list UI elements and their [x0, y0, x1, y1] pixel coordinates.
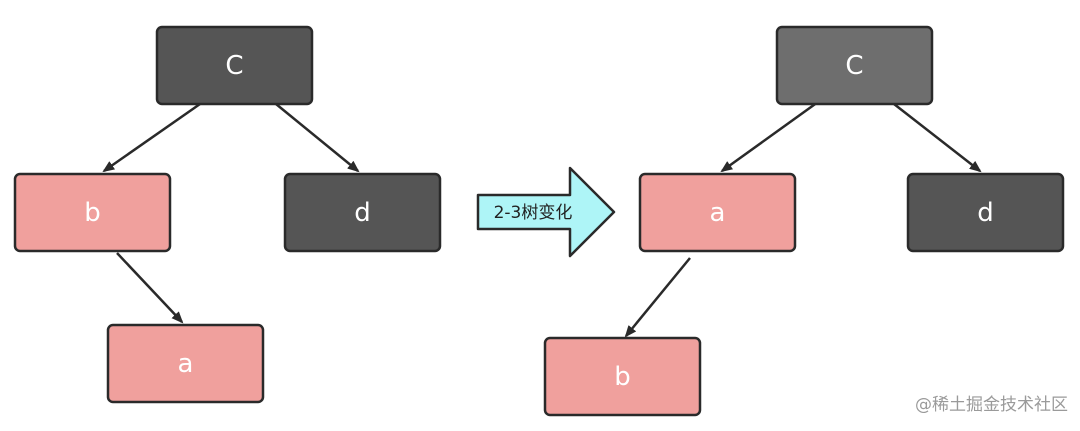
node-left-child-label: a [178, 349, 194, 379]
node-left-label-after: a [710, 198, 726, 228]
node-root-black: C [155, 25, 314, 106]
node-root-black-after: C [775, 25, 934, 106]
after-tree: C a d b [543, 25, 1065, 417]
node-root-label: C [225, 51, 243, 81]
node-right-label-after: d [977, 198, 994, 228]
edge-a-to-b [624, 257, 691, 338]
transition-arrow: 2-3树变化 [476, 166, 616, 258]
right-arrow-shape [476, 166, 616, 258]
edge-c-to-a [720, 100, 819, 173]
edge-c-to-b [102, 102, 201, 173]
node-left-child-red: a [106, 323, 265, 404]
node-right-label: d [354, 198, 371, 228]
node-left-child-label-after: b [614, 362, 631, 392]
edge-b-to-a [116, 252, 184, 324]
node-right-black: d [283, 172, 442, 253]
node-left-red: b [13, 172, 172, 253]
node-left-label: b [84, 198, 101, 228]
node-left-red-after: a [638, 172, 797, 253]
node-left-child-red-after: b [543, 336, 702, 417]
edge-c-to-d [275, 103, 360, 173]
transition-label: 2-3树变化 [494, 203, 573, 223]
watermark-text: @稀土掘金技术社区 [915, 395, 1068, 415]
node-right-black-after: d [906, 172, 1065, 253]
node-root-label-after: C [845, 51, 863, 81]
before-tree: C b d a [13, 25, 442, 404]
edge-c-to-d-after [893, 103, 982, 173]
